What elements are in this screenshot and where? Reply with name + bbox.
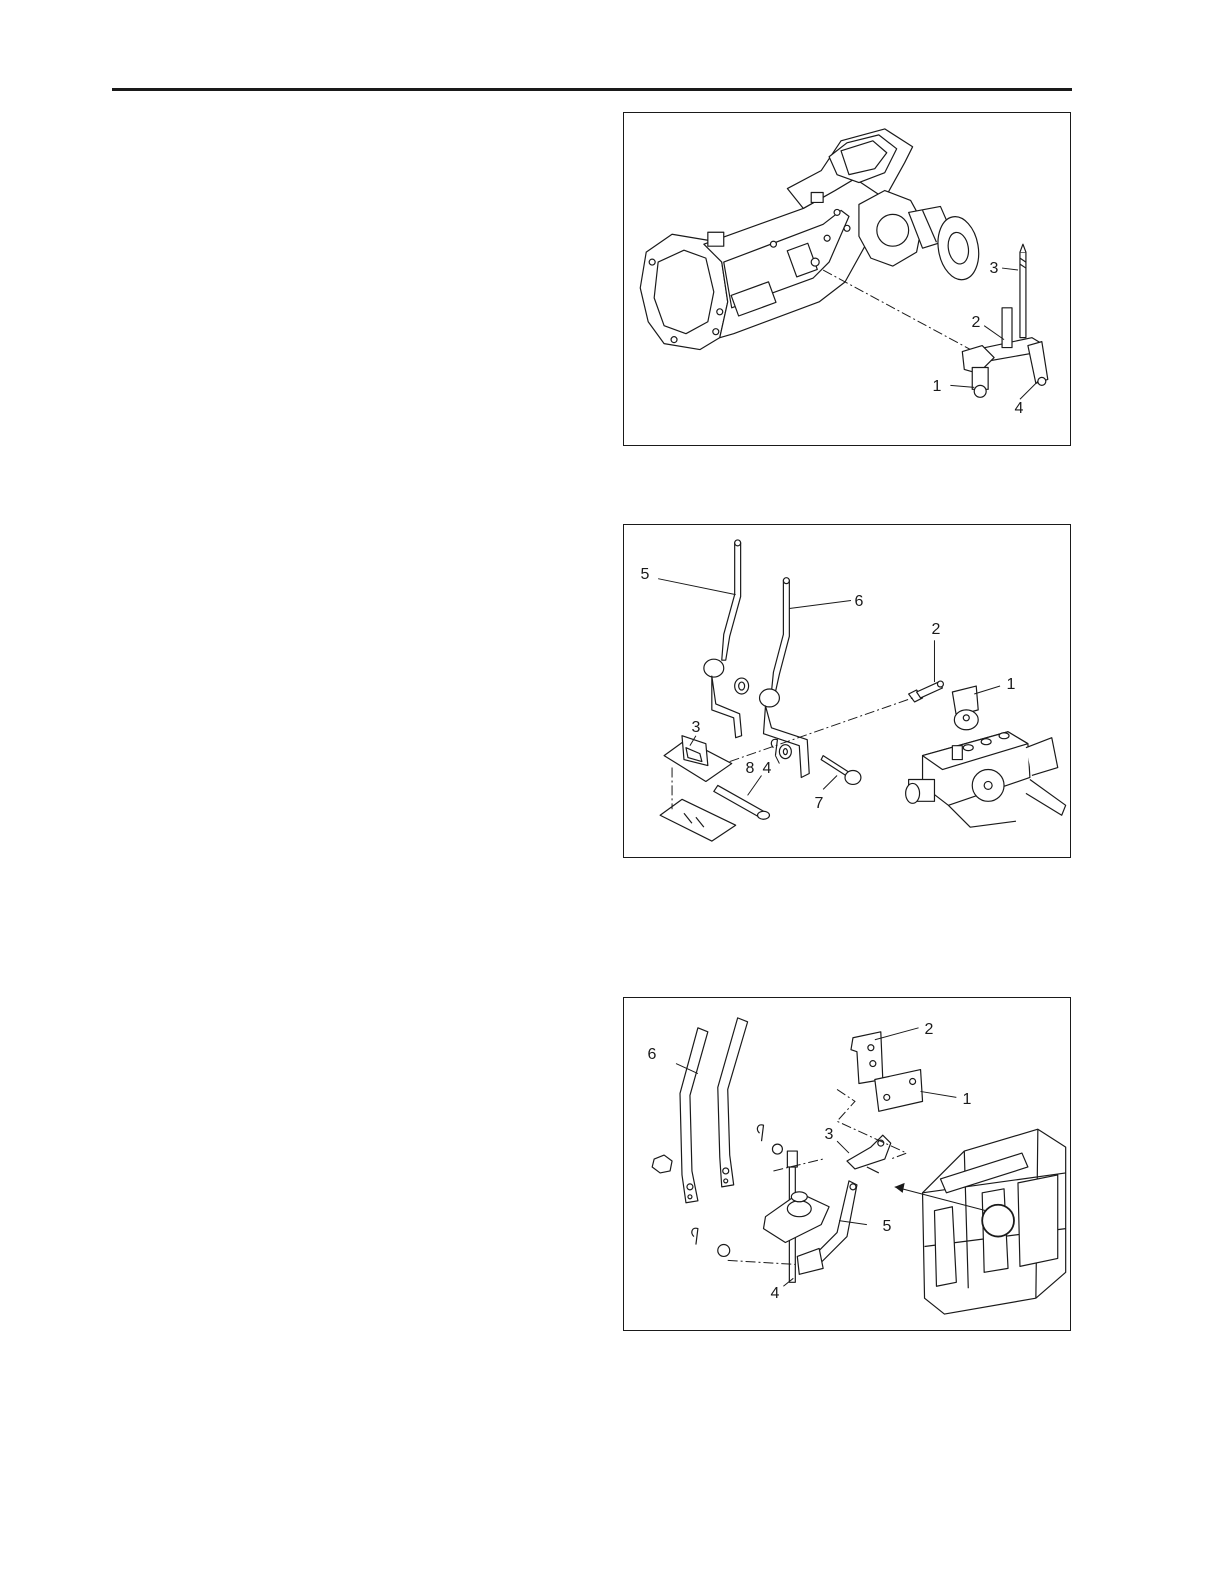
callout-1: 1 (1007, 677, 1016, 693)
figure-cab-bracket-levers: 6 2 1 3 5 4 (623, 997, 1071, 1331)
callout-2: 2 (925, 1022, 934, 1038)
callout-2: 2 (972, 315, 981, 331)
callout-6: 6 (855, 594, 864, 610)
figure-transmission-linkage: 3 2 1 4 (623, 112, 1071, 446)
figure-control-valve-levers: 5 6 2 1 3 8 4 7 (623, 524, 1071, 858)
callout-1: 1 (933, 379, 942, 395)
callout-1: 1 (963, 1092, 972, 1108)
callout-4: 4 (1015, 401, 1024, 417)
callout-4: 4 (763, 761, 772, 777)
callout-5: 5 (883, 1219, 892, 1235)
transmission-linkage-drawing (624, 113, 1070, 445)
top-rule (112, 88, 1072, 91)
callout-2: 2 (932, 622, 941, 638)
control-valve-levers-drawing (624, 525, 1070, 857)
callout-6: 6 (648, 1047, 657, 1063)
callout-7: 7 (815, 796, 824, 812)
callout-4: 4 (771, 1286, 780, 1302)
callout-3: 3 (990, 261, 999, 277)
callout-5: 5 (641, 567, 650, 583)
callout-3: 3 (825, 1127, 834, 1143)
cab-bracket-levers-drawing (624, 998, 1070, 1330)
callout-8: 8 (746, 761, 755, 777)
callout-3: 3 (692, 720, 701, 736)
